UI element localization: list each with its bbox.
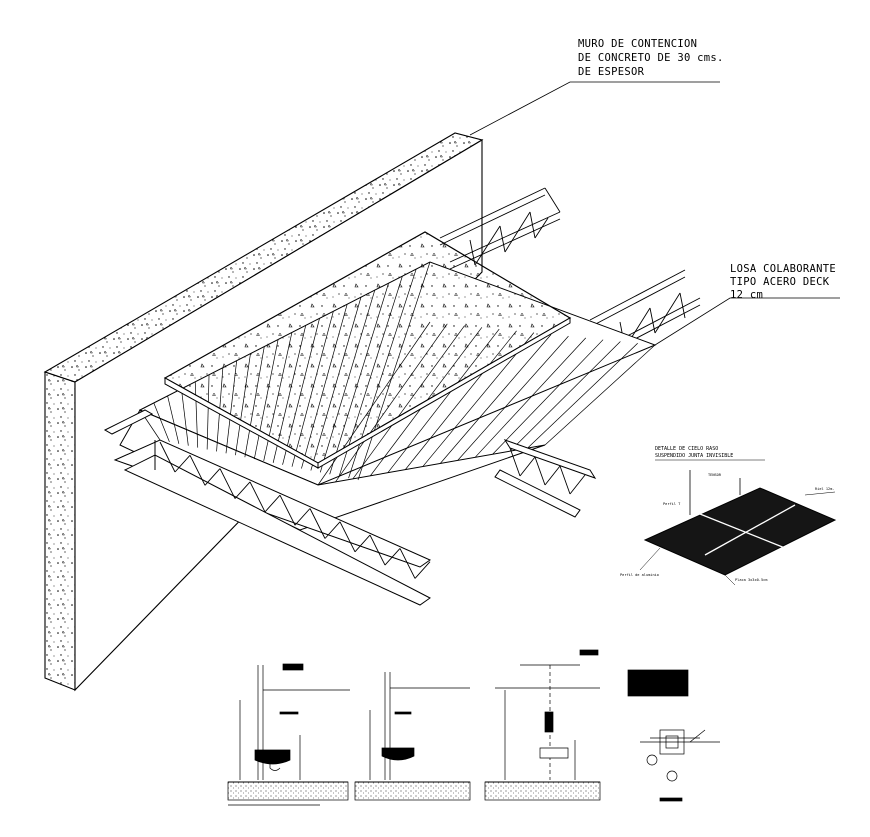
wall-label-line3: DE ESPESOR xyxy=(578,66,645,78)
truss-web-member xyxy=(509,447,521,477)
wall-label-line1: MURO DE CONTENCION xyxy=(578,38,697,50)
mid-truss-web xyxy=(509,447,586,495)
deck-rib xyxy=(181,388,189,446)
deck-rib xyxy=(474,337,587,458)
truss-web-member xyxy=(309,508,326,539)
truss-web-member xyxy=(204,468,221,486)
truss-web-member xyxy=(324,521,341,539)
slab-label-line3: 12 cm xyxy=(730,289,763,301)
truss-web-member xyxy=(249,481,266,513)
truss-web-member xyxy=(534,456,546,486)
truss-web-member xyxy=(399,548,416,579)
ceiling-label-4: Placa 3x3x0.5cm xyxy=(735,578,767,582)
truss-web-member xyxy=(279,494,296,526)
wall-callout: MURO DE CONTENCION DE CONCRETO DE 30 cms… xyxy=(469,38,724,136)
deck-rib xyxy=(167,395,180,444)
ceiling-title-line1: DETALLE DE CIELO RASO xyxy=(655,446,718,452)
truss-web-member xyxy=(234,481,251,499)
truss-web-member xyxy=(559,465,571,495)
deck-rib xyxy=(492,339,604,455)
plumbing-detail-3 xyxy=(484,649,601,801)
truss-web-member xyxy=(414,561,431,579)
plumbing-detail-4 xyxy=(627,669,720,802)
concrete-slab xyxy=(163,231,572,469)
ceiling-label-2: Perfil T xyxy=(663,502,681,506)
truss-web-member xyxy=(339,521,356,553)
deck-rib xyxy=(544,344,656,446)
truss-web-member xyxy=(159,441,176,473)
ceiling-label-0: TENSOR xyxy=(708,473,722,477)
truss-web-member xyxy=(294,508,311,526)
plumbing-detail-1 xyxy=(227,663,350,806)
truss-web-member xyxy=(544,465,561,486)
truss-web-member xyxy=(519,456,536,477)
ceiling-title-line2: SUSPENDIDO JUNTA INVISIBLE xyxy=(655,453,733,459)
truss-web-member xyxy=(264,494,281,513)
truss-web-member xyxy=(384,548,401,566)
slab-label-line1: LOSA COLABORANTE xyxy=(730,263,836,275)
mid-truss-joist xyxy=(494,439,597,518)
deck-rib xyxy=(457,335,569,461)
truss-web-member xyxy=(354,534,371,553)
deck-rib xyxy=(439,334,552,464)
slab-callout: LOSA COLABORANTE TIPO ACERO DECK 12 cm xyxy=(654,263,840,346)
truss-web-member xyxy=(174,454,191,473)
front-truss-web xyxy=(159,441,431,579)
truss-web-member xyxy=(369,534,386,566)
wall-label-line2: DE CONCRETO DE 30 cms. xyxy=(578,52,724,64)
deck-rib xyxy=(153,402,170,443)
ceiling-label-3: Perfil de aluminio xyxy=(620,573,659,577)
deck-rib xyxy=(509,341,621,452)
truss-web-member xyxy=(189,455,206,486)
plumbing-detail-2 xyxy=(354,672,471,801)
slab-label-line2: TIPO ACERO DECK xyxy=(730,276,830,288)
ceiling-label-1: Riel 12m. xyxy=(815,487,834,491)
truss-web-member xyxy=(569,474,586,495)
truss-web-member xyxy=(219,468,236,499)
deck-rib xyxy=(527,342,638,449)
ceiling-detail: DETALLE DE CIELO RASO SUSPENDIDO JUNTA I… xyxy=(620,446,837,586)
